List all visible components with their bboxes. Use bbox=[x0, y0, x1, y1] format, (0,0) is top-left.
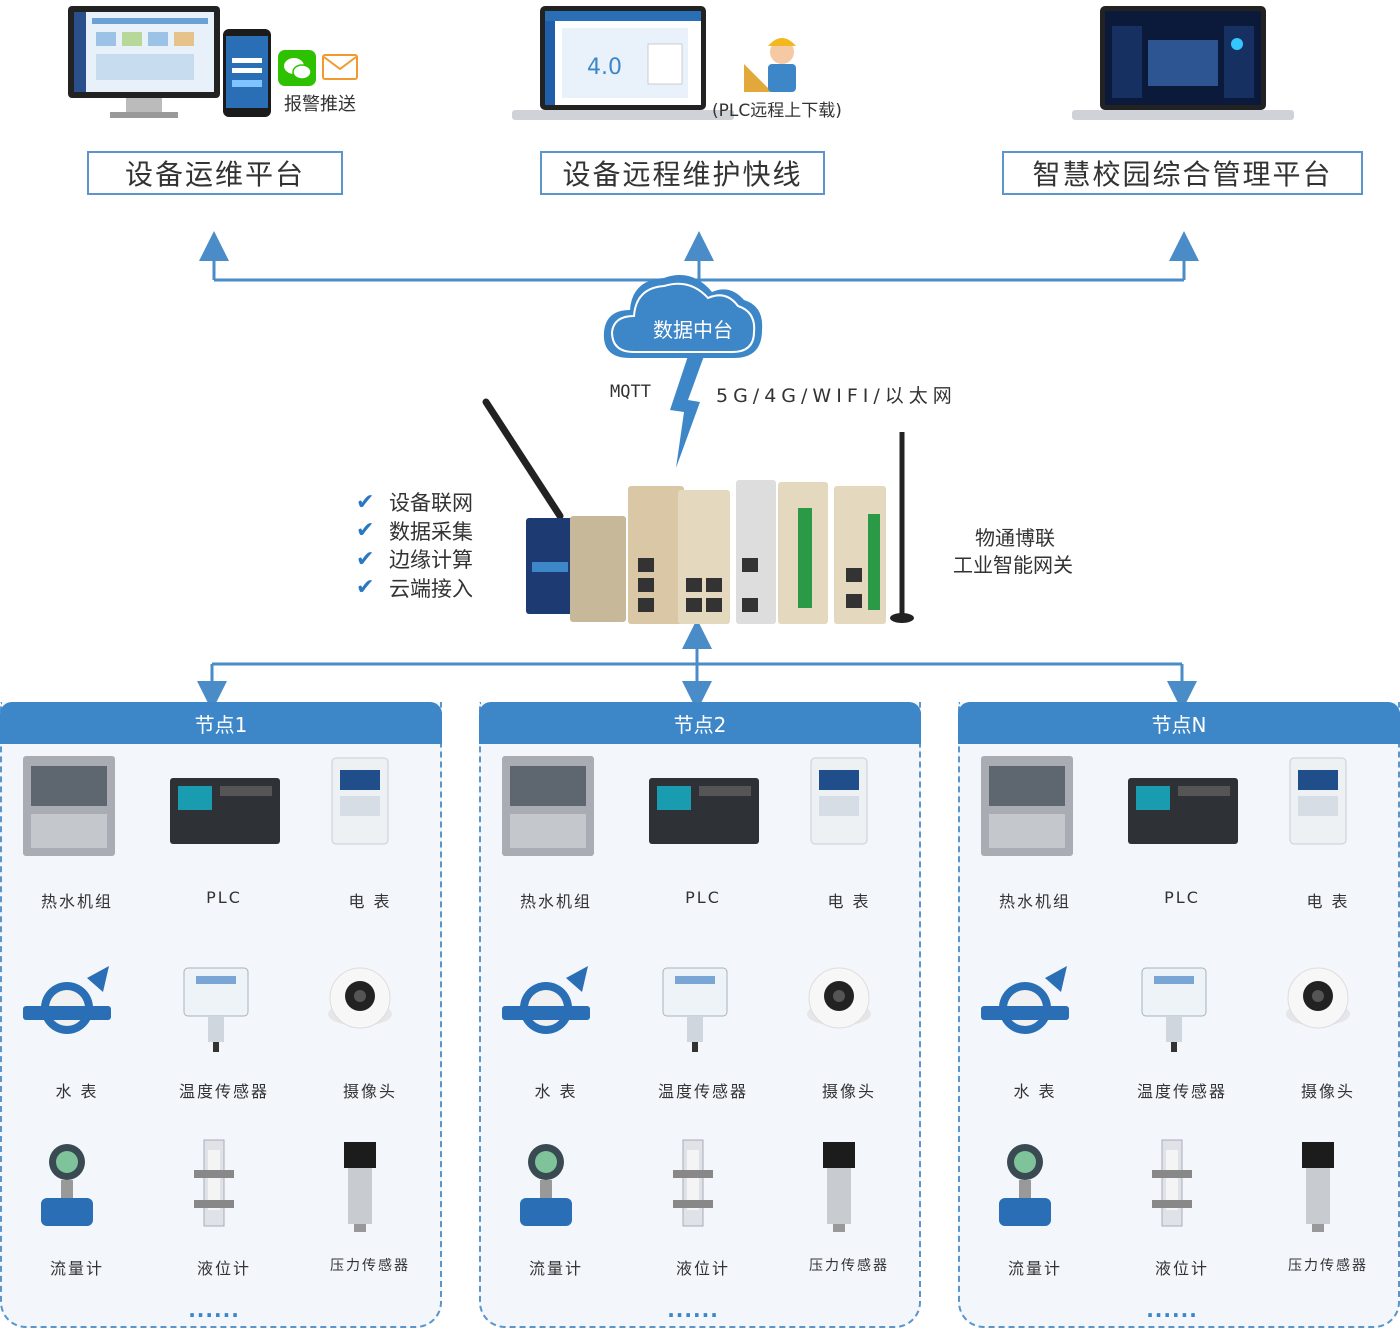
device-label: 温度传感器 bbox=[657, 1082, 748, 1101]
gateway-feature-list: ✔设备联网 ✔数据采集 ✔边缘计算 ✔云端接入 bbox=[356, 488, 473, 602]
cloud-icon bbox=[603, 275, 763, 358]
node-panel-3: 节点N 热水机组 PLC 电 表水 表 温度传感器 摄像头流量计 液位计 压力传感器....… bbox=[958, 702, 1400, 1328]
device-label: 电 表 bbox=[348, 892, 392, 911]
plc-remote-download-label: (PLC远程上下载) bbox=[712, 101, 842, 121]
pressure-sensor-icon bbox=[1302, 1142, 1334, 1232]
flow-meter-icon bbox=[520, 1144, 572, 1226]
level-gauge-icon bbox=[194, 1139, 234, 1227]
node-panel-2: 节点2 热水机组 PLC 电 表水 表 温度传感器 摄像头流量计 液位计 压力传感器....… bbox=[479, 702, 921, 1328]
device-label: PLC bbox=[685, 888, 721, 907]
lightning-bolt-icon bbox=[670, 356, 704, 468]
engineer-avatar-icon bbox=[744, 38, 796, 92]
platform-smart-campus: 智慧校园综合管理平台 bbox=[1002, 151, 1363, 195]
device-label: 摄像头 bbox=[1300, 1082, 1355, 1101]
mobile-phone-icon bbox=[223, 29, 271, 117]
temperature-sensor-icon bbox=[183, 967, 249, 1052]
device-label: 液位计 bbox=[675, 1259, 730, 1278]
check-icon: ✔ bbox=[356, 518, 375, 544]
flow-meter-icon bbox=[41, 1144, 93, 1226]
more-devices-ellipsis: ...... bbox=[667, 1298, 719, 1322]
device-label: 热水机组 bbox=[40, 892, 113, 911]
water-meter-icon bbox=[502, 966, 590, 1034]
feature-item: ✔边缘计算 bbox=[356, 546, 473, 573]
device-label: 温度传感器 bbox=[178, 1082, 269, 1101]
platform-device-ops: 设备运维平台 bbox=[87, 151, 343, 195]
electric-meter-icon bbox=[331, 757, 389, 845]
feature-item: ✔数据采集 bbox=[356, 518, 473, 544]
network-types-label: 5G/4G/WIFI/以太网 bbox=[716, 385, 957, 407]
device-label: 压力传感器 bbox=[809, 1258, 889, 1274]
camera-icon bbox=[328, 967, 392, 1029]
device-label: 水 表 bbox=[1013, 1082, 1057, 1101]
plc-module-icon bbox=[649, 778, 759, 844]
node-title: 节点N bbox=[958, 702, 1400, 744]
more-devices-ellipsis: ...... bbox=[1146, 1298, 1198, 1322]
device-label: 温度传感器 bbox=[1136, 1082, 1227, 1101]
pressure-sensor-icon bbox=[823, 1142, 855, 1232]
check-icon: ✔ bbox=[356, 575, 375, 601]
level-gauge-icon bbox=[1152, 1139, 1192, 1227]
electric-meter-icon bbox=[1289, 757, 1347, 845]
camera-icon bbox=[807, 967, 871, 1029]
water-heater-unit-icon bbox=[23, 756, 115, 856]
protocol-label: MQTT bbox=[610, 382, 651, 402]
feature-item: ✔设备联网 bbox=[356, 489, 473, 516]
device-label: 压力传感器 bbox=[1288, 1258, 1368, 1274]
svg-text:4.0: 4.0 bbox=[587, 55, 622, 80]
device-label: 流量计 bbox=[49, 1259, 104, 1278]
device-label: 热水机组 bbox=[519, 892, 592, 911]
device-label: 流量计 bbox=[1007, 1259, 1062, 1278]
node-title: 节点1 bbox=[0, 702, 442, 744]
level-gauge-icon bbox=[673, 1139, 713, 1227]
node-title: 节点2 bbox=[479, 702, 921, 744]
gateway-brand-label: 物通博联 bbox=[975, 526, 1055, 550]
device-label: 水 表 bbox=[534, 1082, 578, 1101]
device-label: 电 表 bbox=[827, 892, 871, 911]
wechat-icon bbox=[278, 50, 316, 86]
device-label: PLC bbox=[1164, 888, 1200, 907]
alarm-push-label: 报警推送 bbox=[284, 94, 356, 115]
temperature-sensor-icon bbox=[662, 967, 728, 1052]
industrial-gateways-image bbox=[482, 398, 914, 624]
check-icon: ✔ bbox=[356, 489, 375, 515]
water-meter-icon bbox=[981, 966, 1069, 1034]
gateway-type-label: 工业智能网关 bbox=[953, 553, 1073, 577]
dashboard-laptop-icon bbox=[1072, 6, 1294, 120]
plc-module-icon bbox=[1128, 778, 1238, 844]
platform-remote-maintenance: 设备远程维护快线 bbox=[540, 151, 825, 195]
temperature-sensor-icon bbox=[1141, 967, 1207, 1052]
device-label: 压力传感器 bbox=[330, 1258, 410, 1274]
plc-module-icon bbox=[170, 778, 280, 844]
laptop-remote-icon: 4.0 bbox=[512, 6, 734, 120]
node-panel-1: 节点1 热水机组 PLC 电 表水 表 温度传感器 摄像头流量计 液位计 压力传感器....… bbox=[0, 702, 442, 1328]
device-label: 热水机组 bbox=[998, 892, 1071, 911]
device-label: 流量计 bbox=[528, 1259, 583, 1278]
water-heater-unit-icon bbox=[981, 756, 1073, 856]
flow-meter-icon bbox=[999, 1144, 1051, 1226]
more-devices-ellipsis: ...... bbox=[188, 1298, 240, 1322]
mail-icon bbox=[322, 54, 358, 80]
electric-meter-icon bbox=[810, 757, 868, 845]
device-label: 水 表 bbox=[55, 1082, 99, 1101]
water-meter-icon bbox=[23, 966, 111, 1034]
water-heater-unit-icon bbox=[502, 756, 594, 856]
device-label: PLC bbox=[206, 888, 242, 907]
device-label: 摄像头 bbox=[342, 1082, 397, 1101]
device-label: 电 表 bbox=[1306, 892, 1350, 911]
pressure-sensor-icon bbox=[344, 1142, 376, 1232]
monitor-screen-icon bbox=[68, 6, 220, 118]
check-icon: ✔ bbox=[356, 546, 375, 572]
device-label: 液位计 bbox=[196, 1259, 251, 1278]
feature-item: ✔云端接入 bbox=[356, 575, 473, 601]
device-label: 液位计 bbox=[1154, 1259, 1209, 1278]
camera-icon bbox=[1286, 967, 1350, 1029]
cloud-label: 数据中台 bbox=[653, 318, 733, 342]
device-label: 摄像头 bbox=[821, 1082, 876, 1101]
